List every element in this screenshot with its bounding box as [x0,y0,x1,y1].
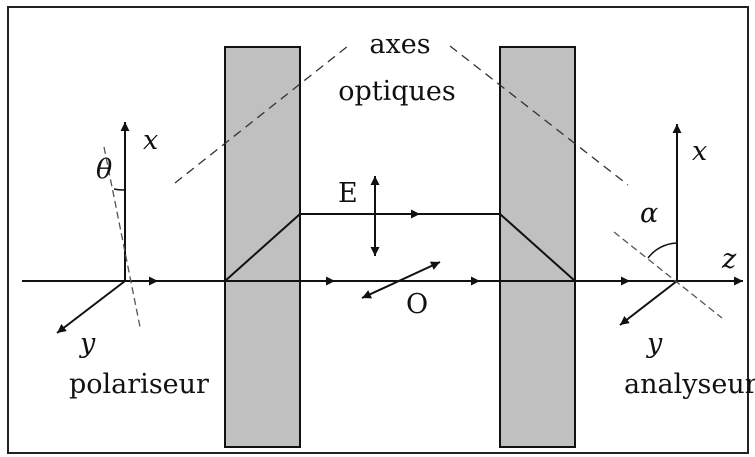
y-label-left: y [79,328,96,359]
y-label-right: y [646,328,663,359]
y-axis-left [56,280,126,334]
x-label-right: x [692,136,707,167]
optic-axis-right-dash [449,45,629,186]
polarizer-direction-line [103,146,141,328]
theta-angle-arc [113,188,126,191]
y-axis-right [619,280,678,326]
o-polarization-arrow [361,261,441,299]
analyzer-direction-line [613,231,723,319]
alpha-angle-arc [647,242,678,259]
optic-axes-label-line2: optiques [338,76,456,107]
e-ray-label: E [338,178,358,209]
polarizer-label: polariseur [69,369,209,400]
x-label-left: x [143,125,158,156]
o-ray-label: O [406,289,428,320]
alpha-label: α [640,198,658,229]
z-label: z [721,244,737,275]
optic-axis-left-dash [174,45,349,184]
optic-axes-label-line1: axes [369,29,430,60]
theta-label: θ [96,154,112,185]
figure-frame [7,6,749,454]
analyzer-label: analyseur [624,369,755,400]
